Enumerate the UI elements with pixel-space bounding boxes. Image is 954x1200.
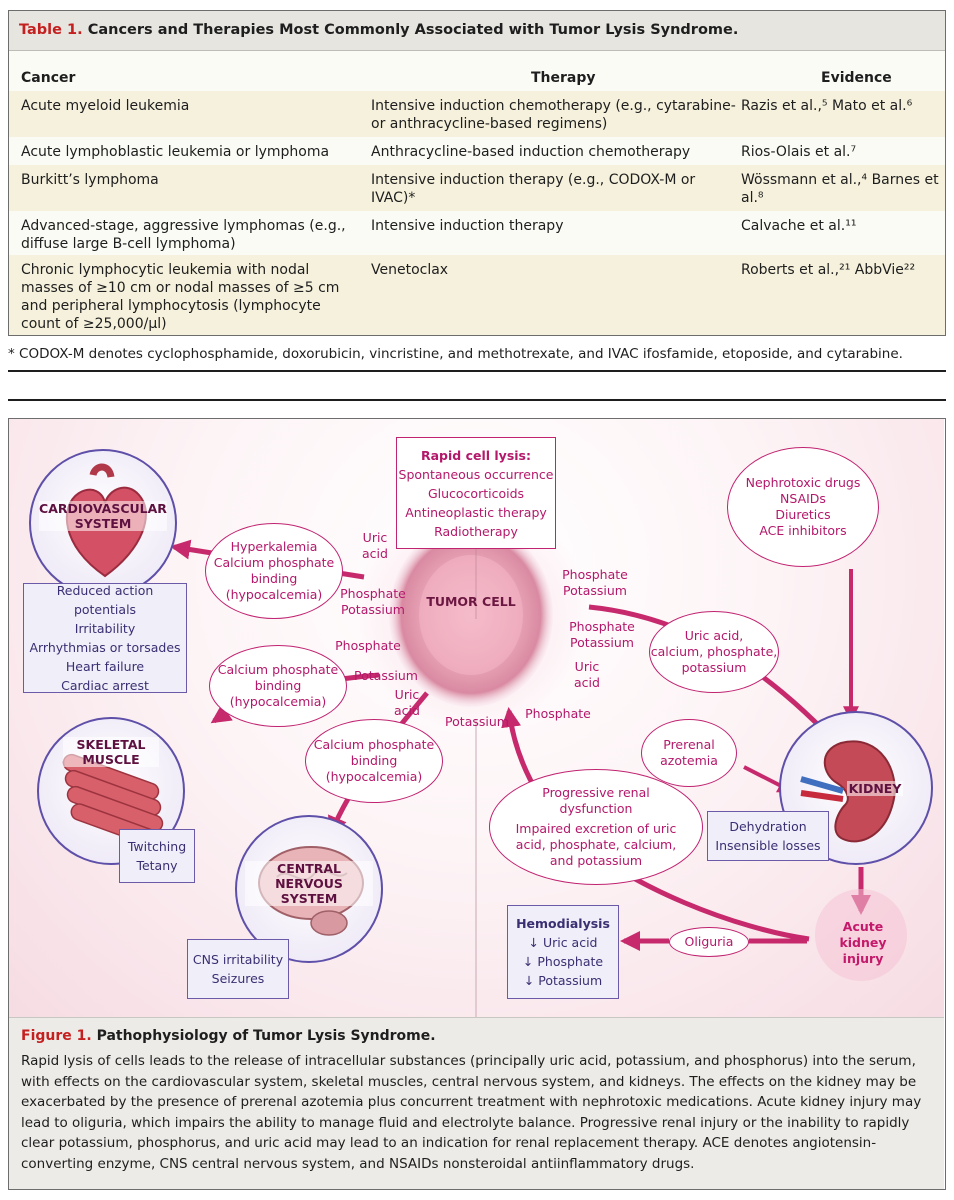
rapid-lysis-item: Antineoplastic therapy (405, 504, 547, 520)
divider (8, 399, 946, 401)
table-row: Acute myeloid leukemia Intensive inducti… (9, 91, 945, 137)
hemodialysis-title: Hemodialysis (516, 916, 610, 931)
table-row: Acute lymphoblastic leukemia or lymphoma… (9, 137, 945, 165)
table-title-text: Cancers and Therapies Most Commonly Asso… (87, 22, 739, 38)
divider (8, 370, 946, 372)
table-header: Cancer Therapy Evidence (9, 51, 945, 91)
cell-evidence: Razis et al.,⁵ Mato et al.⁶ (741, 98, 913, 114)
cardio-effect: Arrhythmias or torsades (29, 640, 181, 655)
kidney-effect: Dehydration (729, 819, 807, 834)
muscle-icon (37, 717, 185, 865)
cns-effect: CNS irritability (192, 952, 284, 967)
caption-title: Figure 1. Pathophysiology of Tumor Lysis… (21, 1028, 932, 1044)
kidney-effects-box: Dehydration Insensible losses (707, 811, 829, 861)
table-row: Burkitt’s lymphoma Intensive induction t… (9, 165, 945, 211)
kidney-label: KIDNEY (847, 781, 903, 796)
released-phosphate: Phosphate (525, 706, 591, 721)
table-title: Table 1. Cancers and Therapies Most Comm… (9, 11, 945, 51)
cardio-effects-box: Reduced action potentials Irritability A… (23, 583, 187, 693)
figure-illustration: Rapid cell lysis: Spontaneous occurrence… (9, 419, 944, 1017)
figure-1: Rapid cell lysis: Spontaneous occurrence… (8, 418, 946, 1190)
hemodialysis-item: ↓ Phosphate (522, 954, 604, 969)
released-potassium: Potassium (354, 668, 418, 683)
skeletal-effect: Tetany (136, 858, 178, 873)
cell-evidence: Roberts et al.,²¹ AbbVie²² (741, 262, 916, 278)
hemodialysis-item: ↓ Uric acid (528, 935, 598, 950)
cell-cancer: Acute lymphoblastic leukemia or lymphoma (21, 144, 330, 160)
cns-effects-box: CNS irritability Seizures (187, 939, 289, 999)
cell-evidence: Rios-Olais et al.⁷ (741, 144, 857, 160)
hemodialysis-box: Hemodialysis ↓ Uric acid ↓ Phosphate ↓ P… (507, 905, 619, 999)
rapid-lysis-item: Glucocorticoids (427, 485, 525, 501)
header-therapy: Therapy (531, 70, 596, 86)
cns-effect: Seizures (211, 971, 265, 986)
cardio-effect: Heart failure (65, 659, 145, 674)
rapid-lysis-item: Spontaneous occurrence (398, 466, 554, 482)
rapid-lysis-item: Radiotherapy (434, 523, 518, 539)
figure-number: Figure 1. (21, 1028, 92, 1044)
skeletal-effect: Twitching (127, 839, 187, 854)
header-cancer: Cancer (21, 70, 76, 86)
cell-cancer: Burkitt’s lymphoma (21, 172, 159, 188)
cell-therapy: Intensive induction therapy (371, 218, 564, 234)
header-evidence: Evidence (821, 70, 892, 86)
tumor-cell-label: TUMOR CELL (426, 594, 516, 609)
cell-evidence: Calvache et al.¹¹ (741, 218, 857, 234)
kidney-cause: Uric acid,calcium, phosphate,potassium (649, 611, 779, 693)
table-row: Chronic lymphocytic leukemia with nodal … (9, 255, 945, 335)
skeletal-effects-box: Twitching Tetany (119, 829, 195, 883)
cell-cancer: Advanced-stage, aggressive lymphomas (e.… (21, 218, 346, 252)
cell-therapy: Anthracycline-based induction chemothera… (371, 144, 691, 160)
rapid-lysis-title: Rapid cell lysis: (421, 447, 531, 463)
table-footnote: * CODOX-M denotes cyclophosphamide, doxo… (8, 346, 903, 362)
released-potassium: Potassium (445, 714, 509, 729)
cardio-effect: Irritability (74, 621, 136, 636)
cell-therapy: Intensive induction therapy (e.g., CODOX… (371, 172, 696, 206)
kidney-effect: Insensible losses (715, 838, 821, 853)
cardio-effect: Reduced action potentials (56, 583, 154, 617)
caption-body: Rapid lysis of cells leads to the releas… (21, 1053, 922, 1172)
figure-caption: Figure 1. Pathophysiology of Tumor Lysis… (9, 1017, 944, 1189)
cell-evidence: Wössmann et al.,⁴ Barnes et al.⁸ (741, 172, 939, 206)
cell-therapy: Intensive induction chemotherapy (e.g., … (371, 98, 736, 132)
rapid-lysis-box: Rapid cell lysis: Spontaneous occurrence… (396, 437, 556, 549)
cell-cancer: Chronic lymphocytic leukemia with nodal … (21, 262, 340, 332)
cell-therapy: Venetoclax (371, 262, 449, 278)
table-number: Table 1. (19, 22, 83, 38)
figure-title: Pathophysiology of Tumor Lysis Syndrome. (96, 1028, 436, 1044)
hemodialysis-item: ↓ Potassium (523, 973, 603, 988)
released-phosphate: Phosphate (335, 638, 401, 653)
oliguria-ellipse: Oliguria (669, 927, 749, 957)
table-1: Table 1. Cancers and Therapies Most Comm… (8, 10, 946, 336)
table-row: Advanced-stage, aggressive lymphomas (e.… (9, 211, 945, 255)
cardio-effect: Cardiac arrest (61, 678, 149, 693)
cell-cancer: Acute myeloid leukemia (21, 98, 190, 114)
